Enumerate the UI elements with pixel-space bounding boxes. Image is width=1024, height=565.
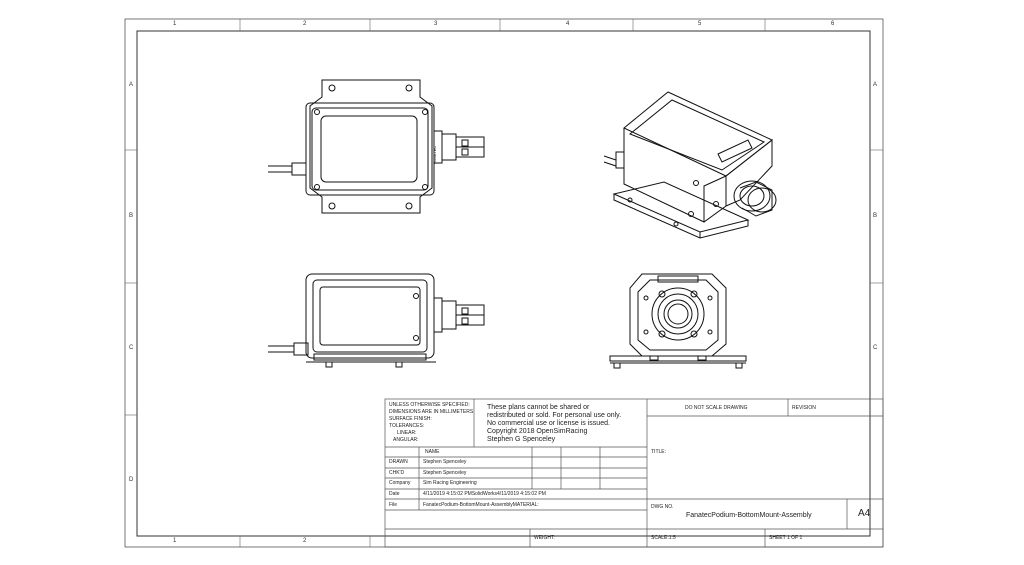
notes-line-5: LINEAR: [397,430,417,436]
end-view [609,273,747,369]
notes-line-3: SURFACE FINISH: [389,416,432,422]
zone-top-4: 4 [566,21,570,27]
notes-line-1: UNLESS OTHERWISE SPECIFIED: [389,402,470,408]
zone-right-b: B [873,213,878,219]
scale-label: SCALE:1:5 [651,535,676,541]
notes-line-6: ANGULAR: [393,437,419,443]
row-company-label: Company [389,480,411,486]
zone-bottom-1: 1 [173,538,177,544]
title-block-grid [384,398,884,548]
row-file-label: File [389,502,398,508]
license-line-5: Stephen G Spenceley [487,436,556,443]
isometric-view [603,91,777,239]
row-company-value: Sim Racing Engineering [423,480,477,486]
row-checked-label: CHK'D [389,470,405,476]
zone-ticks [125,19,883,547]
sheet-size: A4 [858,508,871,519]
notes-line-2: DIMENSIONS ARE IN MILLIMETERS [389,409,474,415]
zone-left-b: B [129,213,134,219]
title-label: TITLE: [651,449,667,455]
row-drawn-value: Stephen Spenceley [423,459,467,465]
revision-label: REVISION [792,405,816,411]
zone-right-a: A [873,82,878,88]
dwg-no-label: DWG NO. [651,504,674,510]
zone-left-a: A [129,82,134,88]
license-line-3: No commercial use or license is issued. [487,420,610,427]
top-view [268,79,485,214]
zone-top-5: 5 [698,21,702,27]
zone-top-2: 2 [303,21,307,27]
row-file-value: FanatecPodium-BottomMount-AssemblyMATERI… [423,502,539,508]
dwg-number: FanatecPodium-BottomMount-Assembly [686,512,812,519]
row-drawn-label: DRAWN [389,459,408,465]
zone-top-6: 6 [831,21,835,27]
row-date-label: Date [389,491,400,497]
side-view [268,273,485,368]
license-line-1: These plans cannot be shared or [487,404,590,411]
zone-left-d: D [129,477,134,483]
weight-label: WEIGHT: [534,535,555,541]
zone-bottom-2: 2 [303,538,307,544]
inner-frame [136,30,871,537]
do-not-scale-label: DO NOT SCALE DRAWING [685,405,748,411]
row-checked-value: Stephen Spenceley [423,470,467,476]
license-line-2: redistributed or sold. For personal use … [487,412,622,419]
name-header: NAME [425,449,440,455]
zone-top-3: 3 [434,21,438,27]
zone-right-c: C [873,345,878,351]
sheet-count-label: SHEET 1 OF 1 [769,535,803,541]
zone-left-c: C [129,345,134,351]
top-view-gauge-label: FANATEC [432,146,437,164]
notes-line-4: TOLERANCES: [389,423,425,429]
license-line-4: Copyright 2018 OpenSimRacing [487,428,588,435]
zone-top-1: 1 [173,21,177,27]
row-date-value: 4/11/2019 4:15:02 PMSolidWorks4/11/2019 … [423,491,546,497]
